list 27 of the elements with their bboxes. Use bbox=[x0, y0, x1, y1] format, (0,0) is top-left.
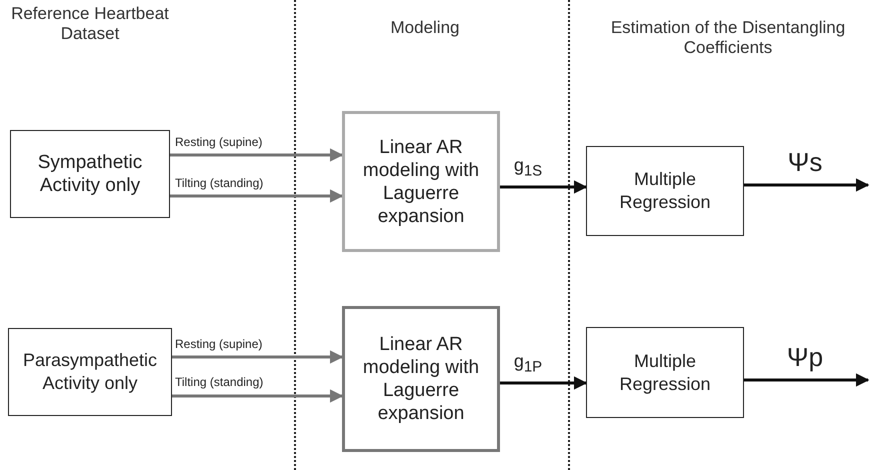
arrow bbox=[172, 350, 344, 364]
edge-label: Tilting (standing) bbox=[175, 376, 264, 390]
arrow bbox=[500, 376, 588, 390]
process-box bbox=[342, 306, 500, 452]
arrow bbox=[170, 148, 344, 162]
source-box bbox=[8, 328, 172, 416]
node-text: Sympathetic Activity only bbox=[36, 151, 144, 197]
arrow bbox=[170, 189, 344, 203]
node-text: Linear AR modeling with Laguerre expansion bbox=[362, 333, 480, 425]
column-heading: Reference Heartbeat Dataset bbox=[10, 4, 170, 44]
edge-label: Resting (supine) bbox=[175, 338, 262, 352]
process-box bbox=[342, 111, 500, 252]
arrow bbox=[744, 178, 870, 192]
node-text: Multiple Regression bbox=[618, 350, 712, 396]
node-text: Linear AR modeling with Laguerre expansion bbox=[362, 136, 480, 228]
node-text: Multiple Regression bbox=[618, 168, 712, 214]
column-heading: Modeling bbox=[390, 18, 460, 38]
process-box bbox=[586, 146, 744, 236]
arrow bbox=[744, 373, 870, 387]
arrow bbox=[500, 180, 588, 194]
edge-label: Tilting (standing) bbox=[175, 177, 264, 190]
process-box bbox=[586, 327, 744, 418]
edge-label: Resting (supine) bbox=[175, 136, 262, 150]
arrow bbox=[172, 389, 344, 403]
source-box bbox=[10, 130, 170, 218]
column-heading: Estimation of the Disentangling Coefficients bbox=[610, 18, 846, 58]
node-text: Parasympathetic Activity only bbox=[22, 349, 158, 395]
